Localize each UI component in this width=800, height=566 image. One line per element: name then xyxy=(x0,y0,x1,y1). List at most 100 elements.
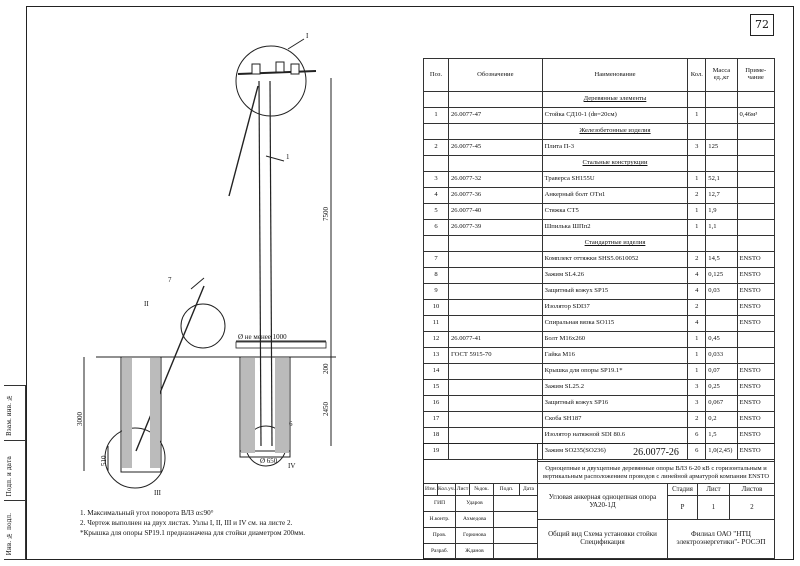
cell-mass: 12,7 xyxy=(705,187,738,204)
cell-note: ENSTO xyxy=(736,379,775,396)
cell-name: Зажим SL4.26 xyxy=(541,267,689,284)
cell-code: 26.0077-41 xyxy=(447,331,543,348)
guy-wire-lower xyxy=(135,285,205,452)
name-prov: Горюнова xyxy=(456,528,494,544)
stamp-label: Инв. № подл. xyxy=(6,512,13,555)
callout-7: 7 xyxy=(168,276,172,284)
cell-code xyxy=(447,267,543,284)
pit-fill-right xyxy=(150,358,160,468)
section-title: Железобетонные изделия xyxy=(541,123,689,140)
cell-name: Стяжка СТ5 xyxy=(541,203,689,220)
cell-code xyxy=(447,411,543,428)
guy-wire-upper xyxy=(228,85,259,197)
col-izm: Изм. xyxy=(424,484,438,496)
cell-name: Крышка для опоры SP19.1* xyxy=(541,363,689,380)
cell-note xyxy=(736,235,775,252)
cell-code xyxy=(447,283,543,300)
col-header-note: Приме-чание xyxy=(736,58,775,92)
cell-qty: 1 xyxy=(687,363,707,380)
dim-1000: Ø не менее 1000 xyxy=(238,333,287,341)
cell-qty: 3 xyxy=(687,395,707,412)
cell-pos: 12 xyxy=(423,331,449,348)
pole-left-edge xyxy=(258,80,262,447)
cell-code: 26.0077-47 xyxy=(447,107,543,124)
cell-mass: 0,07 xyxy=(705,363,738,380)
dim-200: 200 xyxy=(322,363,330,374)
cell-pos: 14 xyxy=(423,363,449,380)
callout-6: 6 xyxy=(289,420,293,428)
cell-qty: 6 xyxy=(687,427,707,444)
cell-code xyxy=(447,315,543,332)
cell-code: 26.0077-45 xyxy=(447,139,543,156)
cell-pos: 11 xyxy=(423,315,449,332)
section-row: Железобетонные изделия xyxy=(423,123,775,140)
stage-header: Стадия xyxy=(668,484,698,496)
col-kolych: Кол.уч. xyxy=(438,484,456,496)
role-nkontr: Н.контр. xyxy=(424,512,456,528)
cell-mass xyxy=(705,91,738,108)
cell-code xyxy=(447,299,543,316)
cell-code xyxy=(447,91,543,108)
sheets-header: Листов xyxy=(730,484,775,496)
cell-pos: 15 xyxy=(423,379,449,396)
drawing-notes: 1. Максимальный угол поворота ВЛЗ α≤90° … xyxy=(80,508,305,538)
cell-mass: 125 xyxy=(705,139,738,156)
cell-pos: 5 xyxy=(423,203,449,220)
cell-name: Шпилька ШПп2 xyxy=(541,219,689,236)
page-number: 72 xyxy=(750,14,774,36)
cell-note xyxy=(736,331,775,348)
stamp-label: Подп. и дата xyxy=(6,455,13,496)
doc-description: Одноцепные и двухцепные деревянные опоры… xyxy=(538,462,775,484)
cell-pos xyxy=(423,155,449,172)
cell-mass xyxy=(705,235,738,252)
cell-name: Спиральная вязка SO115 xyxy=(541,315,689,332)
cell-mass xyxy=(705,123,738,140)
cell-mass: 0,03 xyxy=(705,283,738,300)
dim-7500: 7500 xyxy=(322,207,330,222)
role-razrab: Разраб. xyxy=(424,544,456,559)
sign-nkontr xyxy=(494,512,538,528)
cell-name: Комплект оттяжки SHS5.0610052 xyxy=(541,251,689,268)
cell-name: Зажим SO235(SO236) xyxy=(541,443,689,460)
cell-note: ENSTO xyxy=(736,267,775,284)
cell-qty: 1 xyxy=(687,171,707,188)
cell-mass: 52,1 xyxy=(705,171,738,188)
left-stamp-strip: Взам. инв. № Подп. и дата Инв. № подл. xyxy=(4,385,26,560)
cell-code: ГОСТ 5915-70 xyxy=(447,347,543,364)
cell-code: 26.0077-36 xyxy=(447,187,543,204)
col-podp: Подп. xyxy=(494,484,520,496)
cell-code: 26.0077-32 xyxy=(447,171,543,188)
cell-name: Траверса SH155U xyxy=(541,171,689,188)
section-title: Деревянные элементы xyxy=(541,91,689,108)
sheets-value: 2 xyxy=(730,496,775,520)
note-3: *Крышка для опоры SP19.1 предназначена д… xyxy=(80,529,306,537)
dim-510: 510 xyxy=(100,455,108,466)
stamp-cell: Инв. № подл. xyxy=(4,500,26,560)
specification-table: Поз. Обозначение Наименование Кол. Масса… xyxy=(423,58,775,460)
support-name: Угловая анкерная одноцепная опора УА20-1… xyxy=(538,484,668,520)
cell-note xyxy=(736,347,775,364)
sign-razrab xyxy=(494,544,538,559)
cell-pos: 3 xyxy=(423,171,449,188)
cell-pos: 18 xyxy=(423,427,449,444)
cell-code: 26.0077-40 xyxy=(447,203,543,220)
cell-name: Стойка СД10-1 (dв=20см) xyxy=(541,107,689,124)
cell-qty: 4 xyxy=(687,283,707,300)
note-2: 2. Чертеж выполнен на двух листах. Узлы … xyxy=(80,519,293,527)
cell-pos: 8 xyxy=(423,267,449,284)
cell-name: Гайка М16 xyxy=(541,347,689,364)
cell-name: Скоба SH187 xyxy=(541,411,689,428)
sheet-header: Лист xyxy=(698,484,730,496)
cell-code xyxy=(447,235,543,252)
